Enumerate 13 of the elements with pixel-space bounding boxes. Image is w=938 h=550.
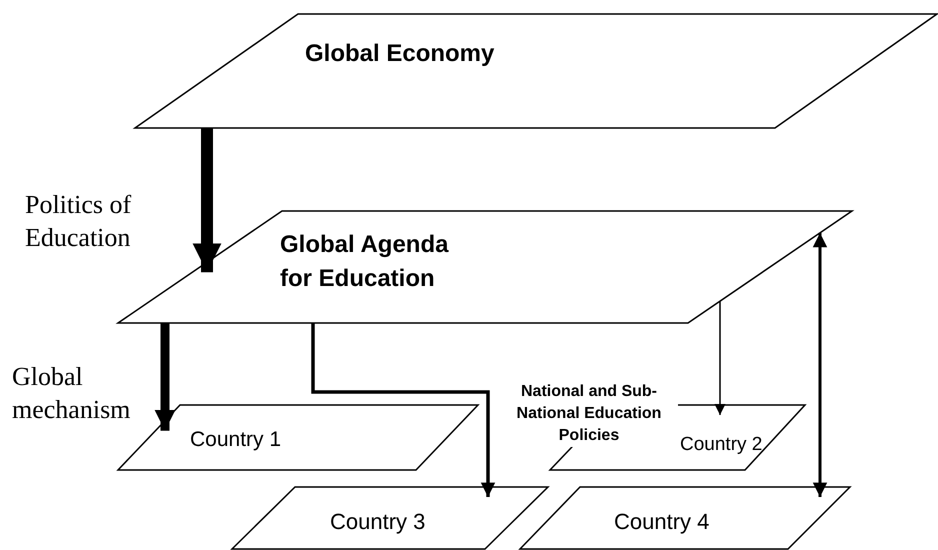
- plane-label: Country 3: [330, 508, 426, 536]
- plane-label: Country 4: [614, 508, 710, 536]
- arrow: [311, 323, 496, 497]
- edge-label: Politics of Education: [25, 189, 132, 254]
- arrow: [714, 301, 726, 415]
- arrow: [154, 323, 176, 431]
- plane-label: Country 2: [680, 433, 764, 457]
- plane-label: Global Economy: [305, 39, 496, 69]
- plane-label: Country 1: [190, 427, 282, 453]
- edge-label: Global mechanism: [12, 361, 132, 426]
- arrow: [812, 232, 828, 497]
- arrow: [192, 128, 222, 272]
- plane-label: Global Agenda for Education: [280, 230, 450, 294]
